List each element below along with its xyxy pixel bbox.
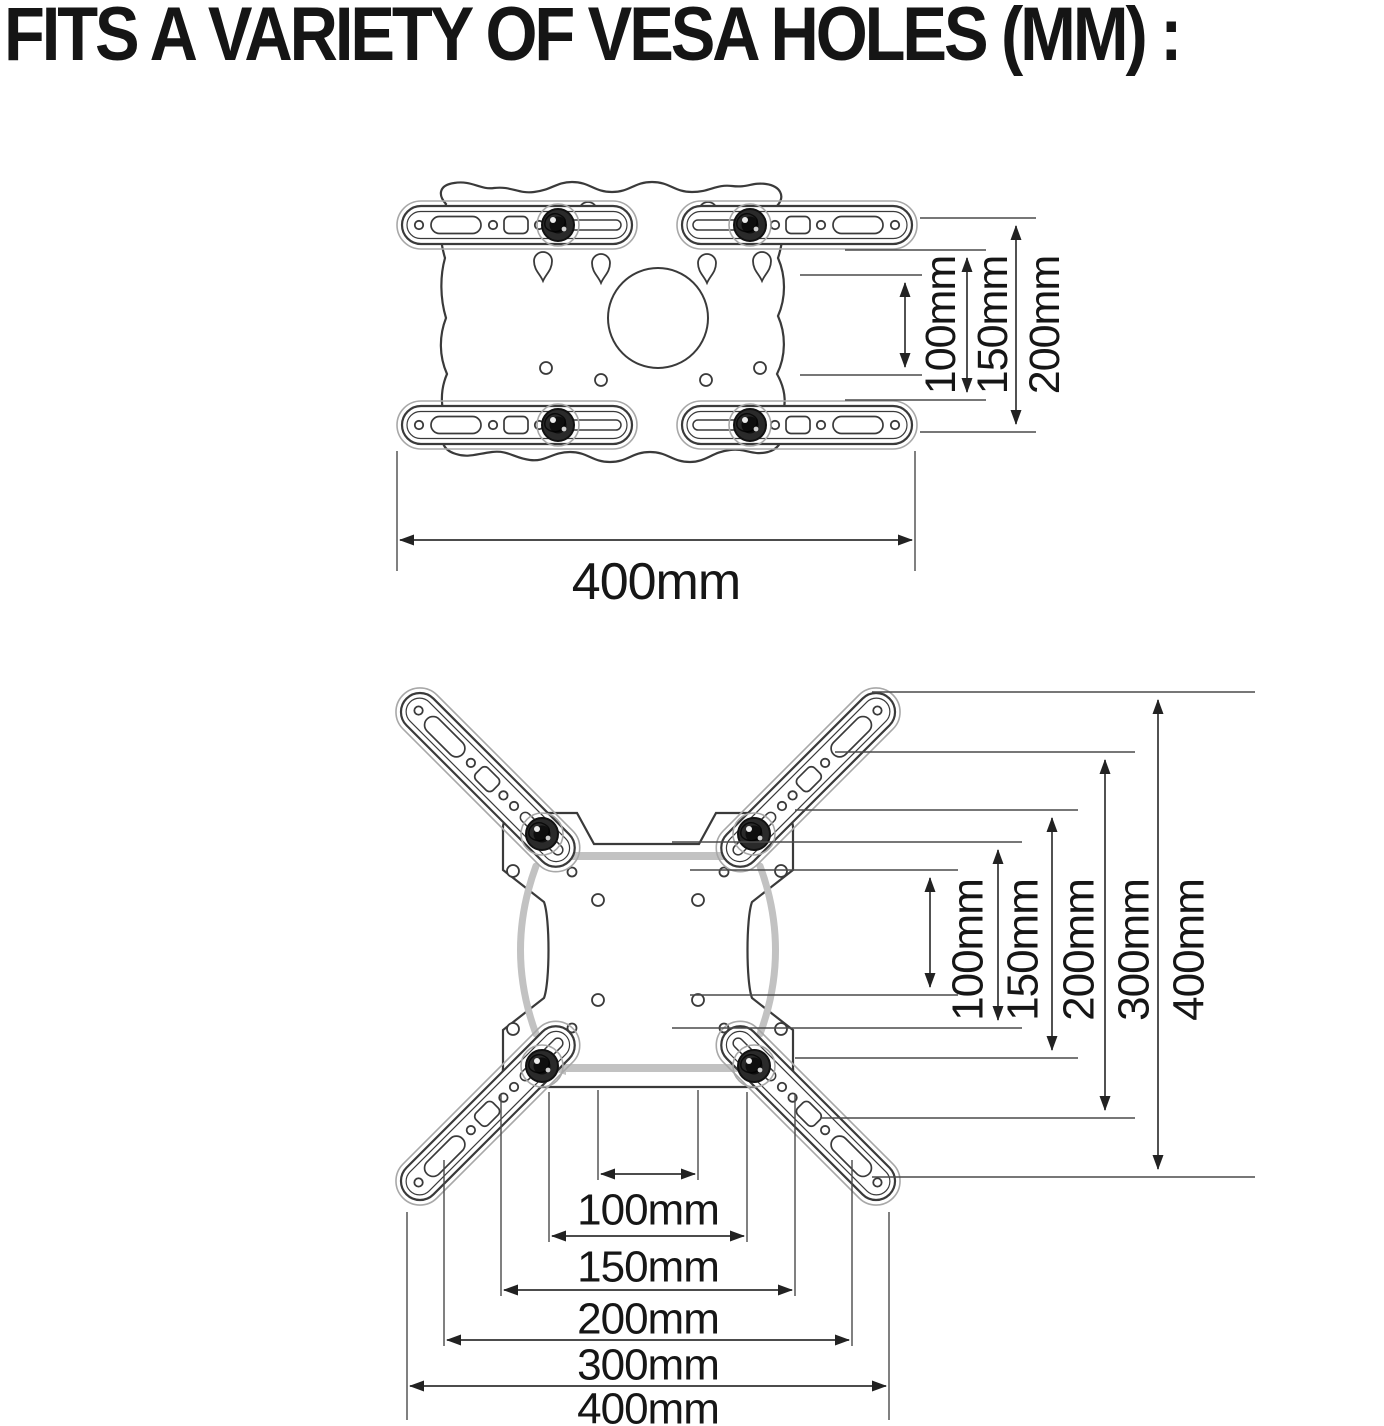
dim-label-v-200mm: 200mm [1055, 879, 1104, 1021]
dim-label-v-400mm: 400mm [1165, 879, 1214, 1021]
screw-hole [753, 361, 767, 375]
extension-arm-lower-right [705, 1010, 912, 1217]
dim-ext-line [406, 1212, 890, 1420]
dim-label-100mm: 100mm [917, 256, 965, 394]
dim-ext-line [800, 274, 922, 376]
extension-arm-bottom-right [675, 399, 919, 451]
pivot-joint-bottom-left [536, 403, 580, 447]
screw-hole [774, 864, 788, 878]
ghost-arc-left [517, 862, 540, 1038]
dim-ext-line [672, 841, 1022, 1029]
dim-label-200mm: 200mm [1021, 256, 1069, 394]
screw-hole [594, 373, 608, 387]
dim-label-150mm: 150mm [969, 256, 1017, 394]
page-title: FITS A VARIETY OF VESA HOLES (MM) : [4, 0, 1182, 77]
dim-label-h-400mm: 400mm [577, 1385, 719, 1426]
dim-label-h-200mm: 200mm [577, 1295, 719, 1344]
extension-arm-top-left [395, 199, 639, 251]
dim-ext-line [690, 869, 958, 996]
dim-label-v-300mm: 300mm [1110, 879, 1159, 1021]
bottom-diagram: 100mm 150mm 200mm 300mm 400mm 100mm 150m… [384, 676, 1255, 1426]
extension-arm-bottom-left [395, 399, 639, 451]
pivot-joint-upper-left [520, 812, 564, 856]
dim-label-v-100mm: 100mm [944, 879, 993, 1021]
center-hole [607, 267, 709, 369]
dim-label-h-300mm: 300mm [577, 1341, 719, 1390]
ghost-arc-right [756, 862, 779, 1038]
screw-hole [506, 1022, 520, 1036]
pivot-joint-bottom-right [728, 403, 772, 447]
screw-hole [566, 866, 578, 878]
screw-hole [699, 373, 713, 387]
extension-arm-lower-left [384, 1010, 591, 1217]
dim-ext-line [443, 1160, 853, 1346]
screw-hole [691, 893, 705, 907]
extension-arm-top-right [675, 199, 919, 251]
screw-hole [718, 866, 730, 878]
screw-hole [539, 361, 553, 375]
dim-ext-line [597, 1090, 699, 1180]
screw-hole [591, 993, 605, 1007]
dim-ext-line [548, 1092, 748, 1242]
dim-label-h-150mm: 150mm [577, 1243, 719, 1292]
dim-label-v-150mm: 150mm [999, 879, 1048, 1021]
dim-ext-line [845, 249, 986, 401]
screw-hole [506, 864, 520, 878]
dim-ext-line [872, 691, 1255, 1178]
screw-hole [591, 893, 605, 907]
screw-hole [691, 993, 705, 1007]
dim-label-h-100mm: 100mm [577, 1186, 719, 1235]
dim-label-400mm: 400mm [572, 553, 740, 611]
extension-arm-upper-right [705, 676, 912, 883]
dim-ext-line [500, 1094, 796, 1296]
vesa-plate-top [439, 180, 786, 464]
pivot-joint-top-right [728, 203, 772, 247]
extension-arm-upper-left [384, 676, 591, 883]
pivot-joint-lower-right [732, 1044, 776, 1088]
dim-ext-line [396, 451, 916, 571]
pivot-joint-top-left [536, 203, 580, 247]
dim-ext-line [920, 217, 1036, 433]
top-diagram: 100mm 150mm 200mm 400mm [395, 180, 1069, 611]
dim-ext-line [820, 751, 1135, 1119]
screw-hole [774, 1022, 788, 1036]
pivot-joint-upper-right [732, 812, 776, 856]
pivot-joint-lower-left [520, 1044, 564, 1088]
dim-ext-line [795, 809, 1078, 1059]
